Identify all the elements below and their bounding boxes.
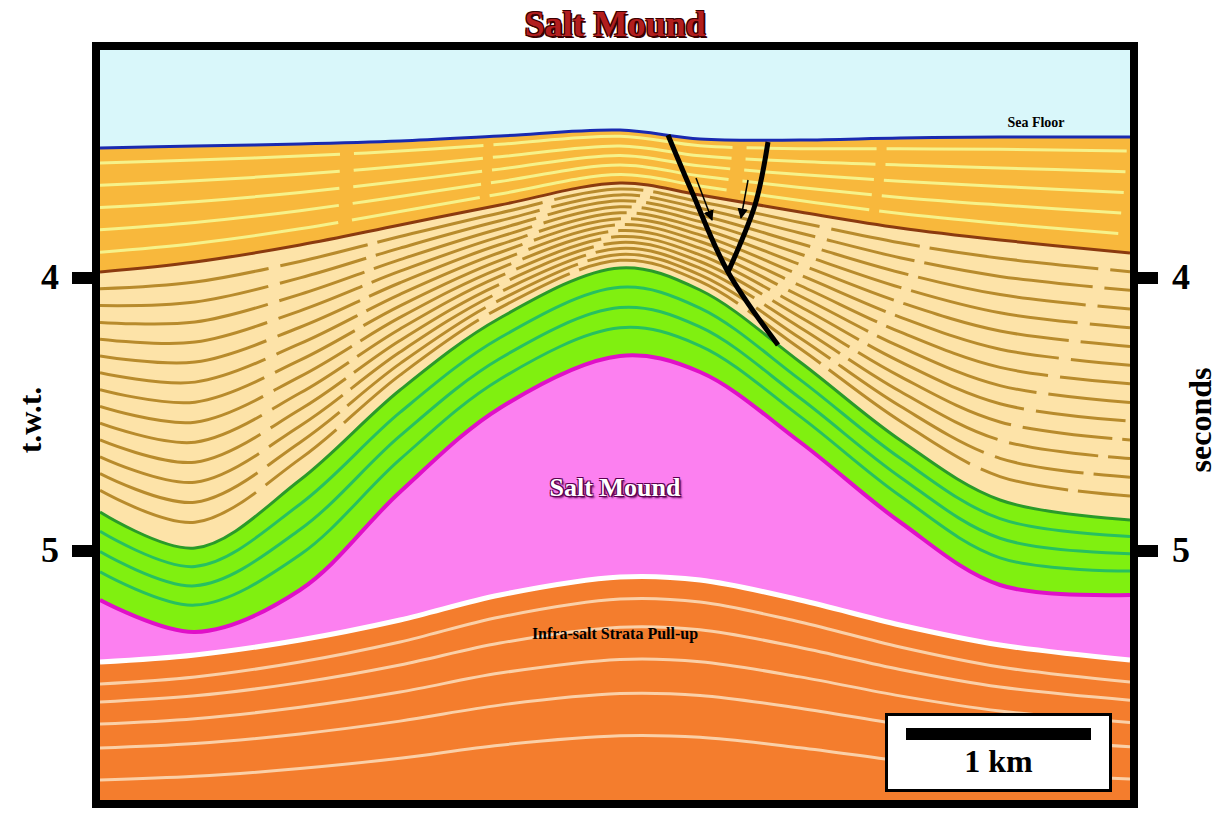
axis-value: 4: [41, 257, 59, 298]
reflector-line: [100, 225, 1130, 403]
axis-unit: seconds: [1182, 368, 1219, 473]
pre-kinematic-strata: [100, 268, 1130, 800]
reflector-line: [100, 307, 1130, 586]
horizon-line: [100, 183, 1130, 272]
reflector-line: [100, 254, 1130, 502]
scale-bar: [906, 728, 1091, 740]
axis-value: 4: [1172, 257, 1190, 298]
upper-sediments: [100, 130, 1130, 800]
slip-arrow: [741, 180, 748, 218]
scale-label: 1 km: [888, 744, 1109, 779]
axis-value: 5: [1172, 530, 1190, 571]
infra-salt-label: Infra-salt Strata Pull-up: [530, 625, 700, 643]
reflector-line: [100, 207, 1130, 344]
normal-fault: [668, 135, 778, 345]
strata: [100, 50, 1130, 800]
axis-tick: [72, 272, 100, 284]
horizon-line: [100, 268, 1130, 548]
sea-floor-line: [100, 130, 1130, 148]
salt-body: [100, 355, 1130, 800]
salt-label: Salt Mound: [550, 473, 681, 503]
axis-value: 5: [41, 530, 59, 571]
axis-tick: [1130, 272, 1158, 284]
top-salt-horizon: [100, 355, 1130, 632]
reflector-line: [100, 136, 1130, 163]
title: Salt Mound: [524, 3, 705, 45]
reflector-line: [100, 260, 1130, 522]
axis-tick: [1130, 545, 1158, 557]
axis-title: t.w.t.: [12, 387, 49, 454]
base-salt-horizon: [100, 576, 1130, 662]
section-frame: [96, 46, 1134, 804]
scale-box: 1 km: [885, 713, 1112, 792]
growth-sediments: [100, 183, 1130, 800]
reflector-line: [100, 242, 1130, 462]
reflector-line: [100, 327, 1130, 605]
infra-salt-strata: [100, 576, 1130, 800]
slip-arrow: [696, 178, 712, 220]
axis-tick: [72, 545, 100, 557]
antithetic-fault: [728, 142, 768, 272]
sea-floor-label: Sea Floor: [1007, 115, 1064, 131]
